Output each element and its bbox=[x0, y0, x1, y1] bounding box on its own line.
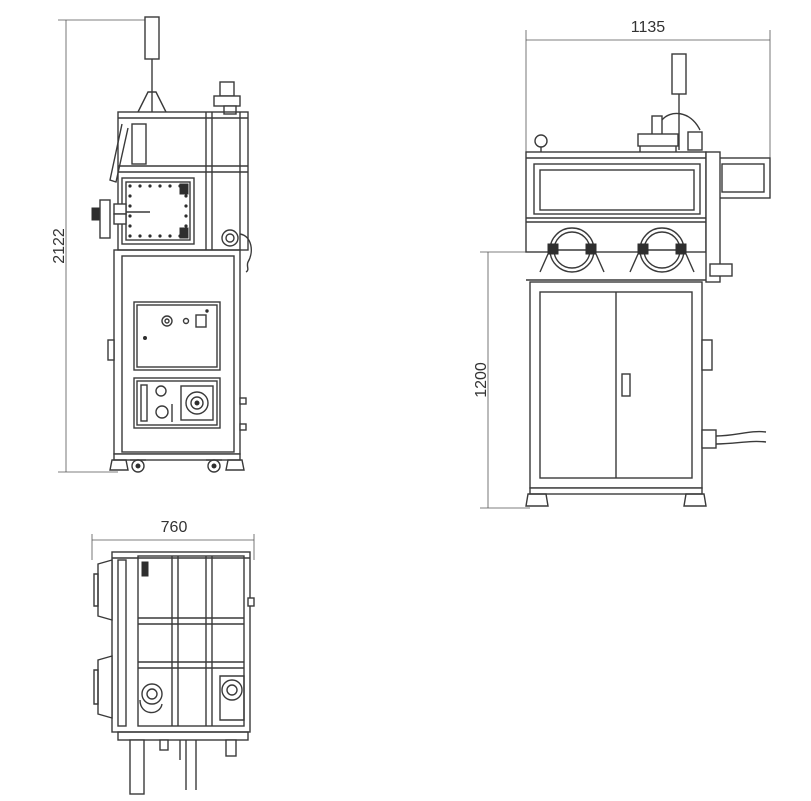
side-upper-chamber bbox=[91, 111, 252, 273]
dimension-label-front-height: 1200 bbox=[473, 362, 490, 398]
signal-tower bbox=[144, 16, 160, 60]
top-bottom-pipes bbox=[117, 731, 249, 795]
front-side-column bbox=[705, 151, 721, 283]
dimension-front-height: 1200 bbox=[473, 251, 540, 509]
dimension-side-height: 2122 bbox=[51, 19, 148, 473]
top-valve bbox=[213, 81, 241, 115]
dimension-front-width: 1135 bbox=[525, 19, 771, 170]
top-fitting-left bbox=[141, 683, 163, 705]
top-glove-ports bbox=[93, 559, 127, 727]
cabinet-door-handle bbox=[621, 373, 631, 397]
glove-port-right bbox=[629, 227, 695, 273]
front-chamber bbox=[525, 151, 707, 281]
dimension-label-top-width: 760 bbox=[161, 519, 188, 536]
front-top-valves bbox=[637, 112, 703, 152]
side-view: 2122 bbox=[51, 16, 252, 473]
front-lower-cabinet bbox=[529, 281, 767, 489]
front-view: 1135 1200 bbox=[473, 19, 771, 509]
pressure-gauge bbox=[534, 134, 548, 148]
top-view: 760 bbox=[91, 519, 255, 795]
side-door-handle bbox=[91, 199, 150, 239]
dimension-label-side-height: 2122 bbox=[51, 228, 68, 264]
front-feet bbox=[525, 487, 707, 507]
dimension-label-front-width: 1135 bbox=[631, 19, 666, 36]
glove-port-left bbox=[539, 227, 605, 273]
dimension-top-width: 760 bbox=[91, 519, 255, 560]
top-fitting-right bbox=[221, 679, 243, 701]
side-feet bbox=[109, 453, 245, 473]
front-signal-tower bbox=[671, 53, 687, 95]
top-grid bbox=[138, 556, 244, 726]
side-lower-cabinet bbox=[107, 249, 247, 455]
